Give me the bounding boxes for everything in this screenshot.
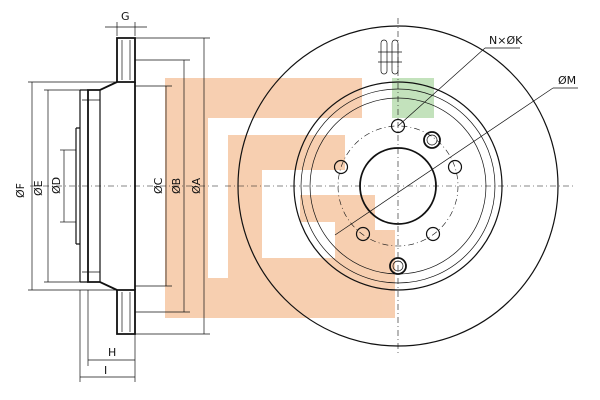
logo-inner-g	[228, 135, 375, 300]
logo-outer-ring	[165, 78, 362, 318]
front-view	[225, 18, 575, 356]
dim-label-nk: N×ØK	[489, 34, 523, 47]
dim-label-m: ØM	[558, 74, 576, 87]
wear-slot	[378, 39, 402, 75]
bolt-hole	[425, 226, 441, 242]
bolt-hole	[333, 159, 349, 175]
dim-label-d: ØD	[50, 177, 63, 194]
dim-label-c: ØC	[152, 177, 165, 194]
dim-label-b: ØB	[170, 178, 183, 194]
dim-label-f: ØF	[14, 183, 27, 198]
dim-label-g: G	[121, 10, 130, 23]
front-leaders: N×ØK ØM	[334, 34, 578, 236]
dim-label-i: I	[104, 364, 107, 377]
bolt-hole	[390, 118, 406, 134]
locating-hole	[389, 257, 407, 275]
dim-label-a: ØA	[190, 177, 203, 194]
dim-label-e: ØE	[32, 180, 45, 196]
side-dimensions: G ØF ØE ØD ØC ØB ØA H	[14, 10, 210, 382]
bolt-hole	[447, 159, 463, 175]
bolt-holes	[333, 118, 463, 242]
bolt-hole	[355, 226, 371, 242]
side-view	[30, 37, 220, 335]
brand-watermark-logo	[165, 78, 434, 318]
locating-hole	[423, 131, 441, 149]
dim-label-h: H	[108, 346, 116, 359]
